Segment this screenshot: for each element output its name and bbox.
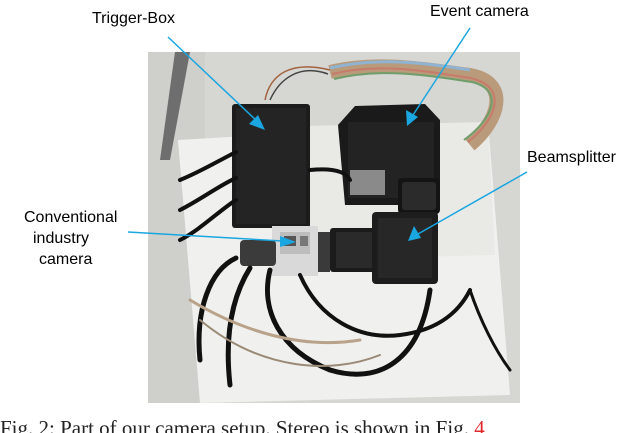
event-camera-device bbox=[338, 104, 440, 214]
arrow-trigger-box bbox=[167, 36, 259, 123]
beamsplitter-label: Beamsplitter bbox=[527, 149, 616, 166]
beamsplitter-device bbox=[372, 212, 438, 284]
conventional-camera-label-line2: industry bbox=[33, 230, 90, 247]
event-camera-label: Event camera bbox=[430, 3, 529, 20]
caption-text: Fig. 2: Part of our camera setup. Stereo… bbox=[0, 418, 475, 433]
conventional-camera-label-line3: camera bbox=[39, 251, 93, 268]
arrow-event-camera bbox=[412, 27, 471, 116]
ribbon-cable bbox=[328, 59, 504, 151]
arrow-event-camera-head bbox=[406, 110, 418, 126]
trigger-box-device bbox=[232, 104, 310, 228]
trigger-box-label: Trigger-Box bbox=[92, 10, 175, 27]
arrow-beamsplitter bbox=[417, 171, 528, 235]
caption-figure-link[interactable]: 4 bbox=[474, 418, 485, 433]
arrow-trigger-box-head bbox=[249, 115, 265, 130]
arrow-conventional-camera bbox=[127, 231, 283, 242]
rod bbox=[160, 52, 190, 160]
arrow-beamsplitter-head bbox=[408, 226, 421, 241]
conventional-camera-label-line1: Conventional bbox=[24, 209, 118, 226]
figure-caption: Fig. 2: Part of our camera setup. Stereo… bbox=[0, 418, 640, 433]
cables bbox=[178, 150, 512, 388]
arrows bbox=[127, 27, 528, 247]
arrow-conventional-camera-head bbox=[280, 236, 296, 247]
